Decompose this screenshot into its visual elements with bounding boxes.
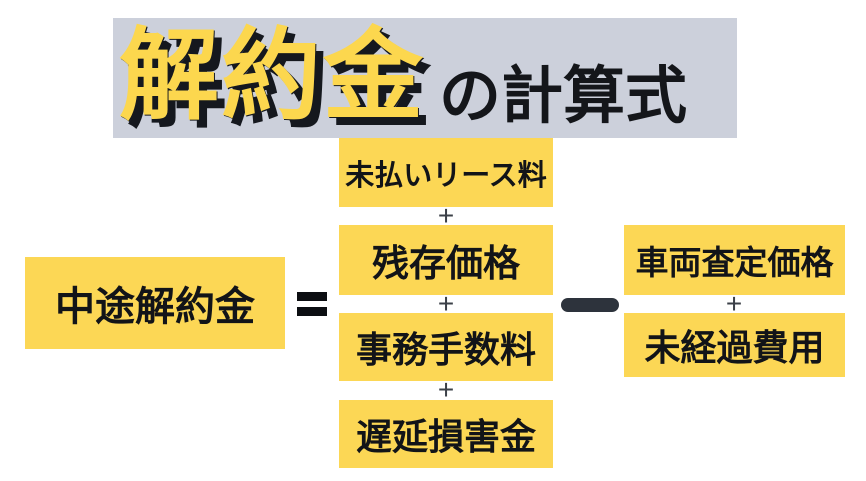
title-banner: 解約金 の計算式 — [113, 18, 737, 138]
title-suffix-text: の計算式 — [439, 62, 688, 131]
subtraction-label: 未経過費用 — [644, 327, 825, 368]
addition-label: 事務手数料 — [355, 329, 536, 370]
subtraction-box-vehicle-assessment: 車両査定価格 — [624, 225, 845, 295]
plus-icon: + — [725, 288, 743, 319]
title-highlight-text: 解約金 — [119, 20, 425, 132]
plus-icon: + — [437, 200, 455, 231]
addition-box-unpaid-lease: 未払いリース料 — [339, 138, 553, 207]
addition-label: 遅延損害金 — [355, 416, 536, 457]
addition-label: 残存価格 — [372, 243, 520, 284]
addition-box-late-damages: 遅延損害金 — [339, 400, 553, 468]
subtraction-box-unexpired-costs: 未経過費用 — [624, 313, 845, 377]
subtraction-label: 車両査定価格 — [635, 244, 834, 281]
addition-box-admin-fee: 事務手数料 — [339, 313, 553, 381]
addition-box-residual-value: 残存価格 — [339, 225, 553, 295]
equals-bar-bottom — [297, 307, 327, 316]
plus-icon: + — [437, 288, 455, 319]
plus-icon: + — [437, 374, 455, 405]
equals-bar-top — [297, 292, 327, 301]
minus-sign — [561, 298, 619, 312]
result-label: 中途解約金 — [55, 285, 255, 329]
addition-label: 未払いリース料 — [345, 159, 547, 192]
result-box: 中途解約金 — [25, 257, 285, 349]
equals-sign — [297, 292, 327, 322]
